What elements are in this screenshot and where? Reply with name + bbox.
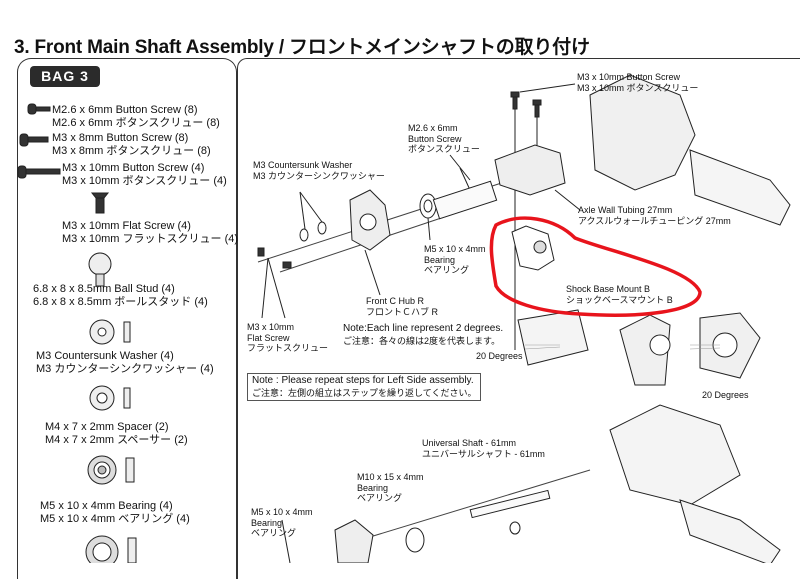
bag-label: BAG 3 bbox=[30, 66, 100, 87]
part-6-jp: M3 カウンターシンクワッシャー (4) bbox=[36, 363, 214, 375]
spacer-icon bbox=[89, 385, 131, 411]
assembly-panel bbox=[237, 58, 800, 579]
note-each-line: Note:Each line represent 2 degrees.ご注意：各… bbox=[343, 323, 504, 346]
part-4-en: M3 x 10mm Flat Screw (4) bbox=[62, 220, 191, 232]
part-7-jp: M4 x 7 x 2mm スペーサー (2) bbox=[45, 434, 188, 446]
part-2-jp: M3 x 8mm ボタンスクリュー (8) bbox=[52, 145, 211, 157]
part-1-jp: M2.6 x 6mm ボタンスクリュー (8) bbox=[52, 117, 220, 129]
part-8-en: M5 x 10 x 4mm Bearing (4) bbox=[40, 500, 173, 512]
part-6-en: M3 Countersunk Washer (4) bbox=[36, 350, 174, 362]
part-8-jp: M5 x 10 x 4mm ベアリング (4) bbox=[40, 513, 190, 525]
label-20-degrees-right: 20 Degrees bbox=[702, 390, 749, 400]
parts-panel bbox=[17, 58, 237, 579]
part-4-jp: M3 x 10mm フラットスクリュー (4) bbox=[62, 233, 239, 245]
button-screw-8mm-icon bbox=[19, 133, 49, 147]
note-repeat: Note : Please repeat steps for Left Side… bbox=[247, 373, 482, 401]
ball-stud-icon bbox=[88, 252, 112, 287]
button-screw-small-icon bbox=[27, 103, 51, 115]
countersunk-washer-icon bbox=[89, 319, 131, 345]
part-5-en: 6.8 x 8 x 8.5mm Ball Stud (4) bbox=[33, 283, 175, 295]
flat-screw-icon bbox=[90, 192, 110, 214]
part-7-en: M4 x 7 x 2mm Spacer (2) bbox=[45, 421, 169, 433]
button-screw-10mm-icon bbox=[17, 165, 61, 179]
highlight-ring bbox=[489, 216, 702, 317]
page-title: 3. Front Main Shaft Assembly / フロントメインシャ… bbox=[14, 37, 590, 58]
part-1-en: M2.6 x 6mm Button Screw (8) bbox=[52, 104, 198, 116]
label-20-degrees-left: 20 Degrees bbox=[476, 351, 523, 361]
assembly-illustration bbox=[17, 74, 791, 563]
part-2-en: M3 x 8mm Button Screw (8) bbox=[52, 132, 189, 144]
bearing-large-icon bbox=[85, 535, 137, 563]
part-5-jp: 6.8 x 8 x 8.5mm ボールスタッド (4) bbox=[33, 296, 208, 308]
part-3-en: M3 x 10mm Button Screw (4) bbox=[62, 162, 205, 174]
part-3-jp: M3 x 10mm ボタンスクリュー (4) bbox=[62, 175, 227, 187]
bearing-icon bbox=[87, 455, 135, 485]
